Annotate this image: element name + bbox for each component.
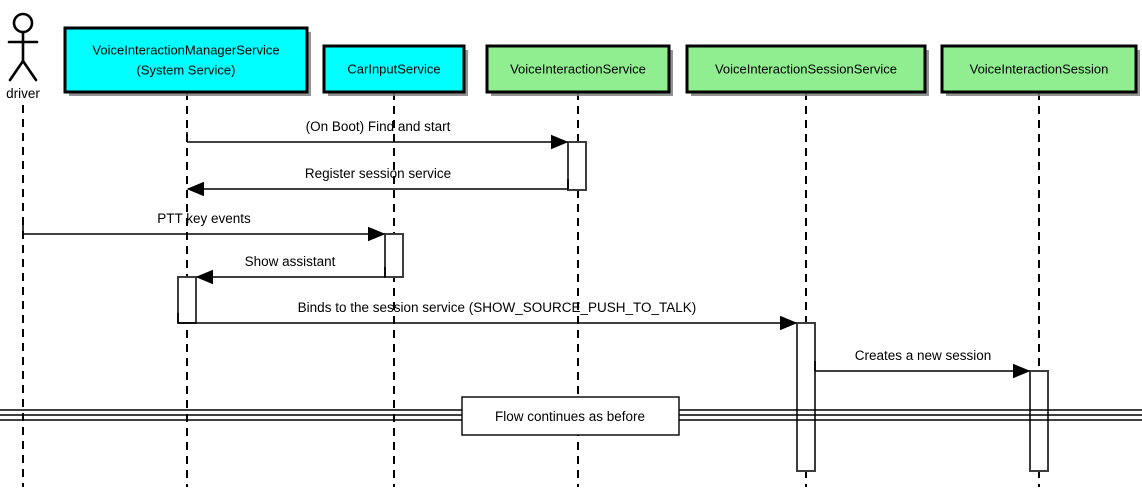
- message-msg-creates-a-new-session[interactable]: Creates a new session: [814, 348, 1031, 379]
- message-msg-binds-to-session-service[interactable]: Binds to the session service (SHOW_SOURC…: [177, 300, 798, 331]
- participant-box[interactable]: [940, 44, 1138, 94]
- participant-box[interactable]: [485, 44, 671, 94]
- message-label: Binds to the session service (SHOW_SOURC…: [298, 300, 697, 315]
- participant-vis[interactable]: VoiceInteractionService: [485, 44, 673, 96]
- participant-label: VoiceInteractionService: [510, 61, 646, 76]
- actor-label: driver: [6, 86, 40, 101]
- participant-label: VoiceInteractionManagerService: [92, 42, 279, 57]
- message-msg-ptt-key-events[interactable]: PTT key events: [22, 211, 386, 242]
- participants-layer: VoiceInteractionManagerService (System Se…: [63, 26, 1140, 96]
- participant-carinput[interactable]: CarInputService: [322, 44, 468, 96]
- participant-visess[interactable]: VoiceInteractionSession: [940, 44, 1140, 96]
- message-msg-register-session-service[interactable]: Register session service: [186, 166, 569, 197]
- divider-label: Flow continues as before: [495, 409, 645, 424]
- activation-bar-visess: [1029, 370, 1049, 472]
- divider-flow-divider: Flow continues as before: [0, 396, 1142, 436]
- message-msg-show-assistant[interactable]: Show assistant: [195, 254, 386, 285]
- message-label: Register session service: [305, 166, 451, 181]
- participant-label: CarInputService: [347, 61, 440, 76]
- message-label: Creates a new session: [855, 348, 992, 363]
- actor-layer: driver: [6, 12, 40, 101]
- participant-box[interactable]: [63, 26, 309, 94]
- message-label: (On Boot) Find and start: [306, 119, 451, 134]
- actor-leg-right-icon: [21, 59, 38, 82]
- activation-bar-carinput: [384, 233, 404, 278]
- activation-bar-viss: [796, 322, 816, 472]
- participant-vims[interactable]: VoiceInteractionManagerService (System Se…: [63, 26, 311, 96]
- participant-box[interactable]: [685, 44, 927, 94]
- message-label: Show assistant: [245, 254, 336, 269]
- participant-viss[interactable]: VoiceInteractionSessionService: [685, 44, 929, 96]
- activation-bar-vims: [177, 276, 197, 324]
- divider-label-box: [461, 396, 680, 436]
- activation-bar-vis: [567, 141, 587, 191]
- participant-label: VoiceInteractionSession: [970, 61, 1109, 76]
- participant-box[interactable]: [322, 44, 466, 94]
- actor-head-icon: [12, 12, 34, 34]
- message-msg-on-boot-find-and-start[interactable]: (On Boot) Find and start: [186, 119, 569, 150]
- divider-layer: Flow continues as before: [0, 396, 1142, 436]
- participant-sublabel: (System Service): [137, 62, 236, 77]
- participant-label: VoiceInteractionSessionService: [715, 61, 897, 76]
- actor-driver[interactable]: driver: [6, 12, 40, 101]
- actor-leg-left-icon: [8, 59, 25, 82]
- message-label: PTT key events: [157, 211, 251, 226]
